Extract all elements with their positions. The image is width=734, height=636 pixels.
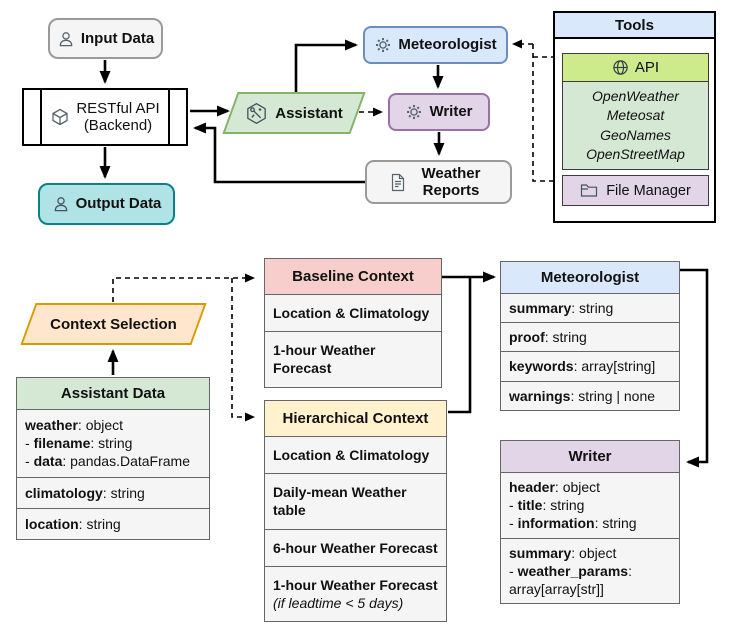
table-row: Location & Climatology	[265, 295, 441, 332]
edge-assistant-to-meteorologist	[294, 39, 358, 92]
writer-label: Writer	[429, 103, 473, 121]
context-selection-label: Context Selection	[50, 315, 177, 333]
assistant-data-rows: weather: object- filename: string- data:…	[17, 410, 209, 539]
table-row: Location & Climatology	[265, 437, 446, 474]
cube-icon	[50, 107, 70, 127]
restful-api-line2: (Backend)	[83, 117, 153, 134]
assistant-data-title: Assistant Data	[17, 378, 209, 410]
tools-hexagon-icon	[245, 102, 268, 125]
context-selection-node: Context Selection	[20, 303, 207, 345]
subroutine-line-left	[40, 90, 42, 144]
api-label: API	[634, 59, 660, 76]
table-row: 1-hour Weather Forecast(if leadtime < 5 …	[265, 565, 446, 622]
table-row: Daily-mean Weather table	[265, 473, 446, 529]
globe-icon	[612, 59, 629, 76]
table-row: summary: object- weather_params:array[ar…	[501, 537, 679, 604]
document-icon	[390, 173, 406, 192]
table-row: summary: string	[501, 294, 679, 323]
file-manager-label: File Manager	[606, 182, 691, 199]
input-data-label: Input Data	[80, 29, 155, 47]
table-row: proof: string	[501, 322, 679, 352]
input-data-node: Input Data	[48, 18, 163, 59]
hierarchical-context-table: Hierarchical Context Location & Climatol…	[264, 400, 447, 623]
edge-context-to-hierarchical-dashed	[231, 278, 255, 422]
table-row: climatology: string	[17, 476, 209, 508]
api-item: GeoNames	[600, 126, 671, 143]
writer-schema-rows: header: object- title: string- informati…	[501, 473, 679, 604]
api-box-header: API	[563, 54, 708, 82]
folder-icon	[580, 183, 598, 198]
weather-reports-node: Weather Reports	[365, 160, 512, 204]
gear-icon	[405, 103, 423, 121]
output-data-label: Output Data	[75, 195, 162, 213]
output-data-node: Output Data	[38, 183, 175, 225]
gear-icon	[374, 36, 392, 54]
table-row: 1-hour Weather Forecast	[265, 331, 441, 387]
tools-panel-title: Tools	[555, 13, 714, 39]
writer-schema-table: Writer header: object- title: string- in…	[500, 440, 680, 605]
file-manager-box: File Manager	[562, 175, 709, 206]
api-item: OpenStreetMap	[586, 145, 685, 162]
assistant-data-table: Assistant Data weather: object- filename…	[16, 377, 210, 540]
api-item: OpenWeather	[592, 88, 679, 104]
restful-api-line1: RESTful API	[76, 99, 160, 117]
table-row: weather: object- filename: string- data:…	[17, 410, 209, 477]
weather-reports-label: Weather Reports	[421, 164, 481, 199]
assistant-label: Assistant	[275, 104, 343, 122]
restful-api-label: RESTful API (Backend)	[76, 100, 159, 135]
edge-meteorologist-to-writer-schema	[679, 268, 709, 468]
api-item: Meteosat	[606, 107, 665, 124]
writer-schema-title: Writer	[501, 441, 679, 473]
table-row: location: string	[17, 507, 209, 539]
writer-node: Writer	[388, 93, 490, 131]
baseline-context-title: Baseline Context	[265, 259, 441, 295]
meteorologist-node: Meteorologist	[363, 26, 508, 64]
edge-contexts-to-meteorologist-schema	[442, 277, 494, 414]
edge-reports-to-api	[193, 122, 366, 184]
person-icon	[57, 30, 75, 48]
table-row: warnings: string | none	[501, 380, 679, 410]
edge-context-to-baseline-dashed	[112, 273, 255, 302]
meteorologist-schema-title: Meteorologist	[501, 262, 679, 294]
hierarchical-context-title: Hierarchical Context	[265, 401, 446, 437]
assistant-node: Assistant	[222, 92, 366, 134]
subroutine-line-right	[168, 90, 170, 144]
meteorologist-label: Meteorologist	[398, 36, 497, 54]
table-row: header: object- title: string- informati…	[501, 473, 679, 538]
table-row: keywords: array[string]	[501, 351, 679, 381]
person-icon	[52, 195, 70, 213]
table-row: 6-hour Weather Forecast	[265, 528, 446, 566]
restful-api-node: RESTful API (Backend)	[22, 88, 188, 146]
